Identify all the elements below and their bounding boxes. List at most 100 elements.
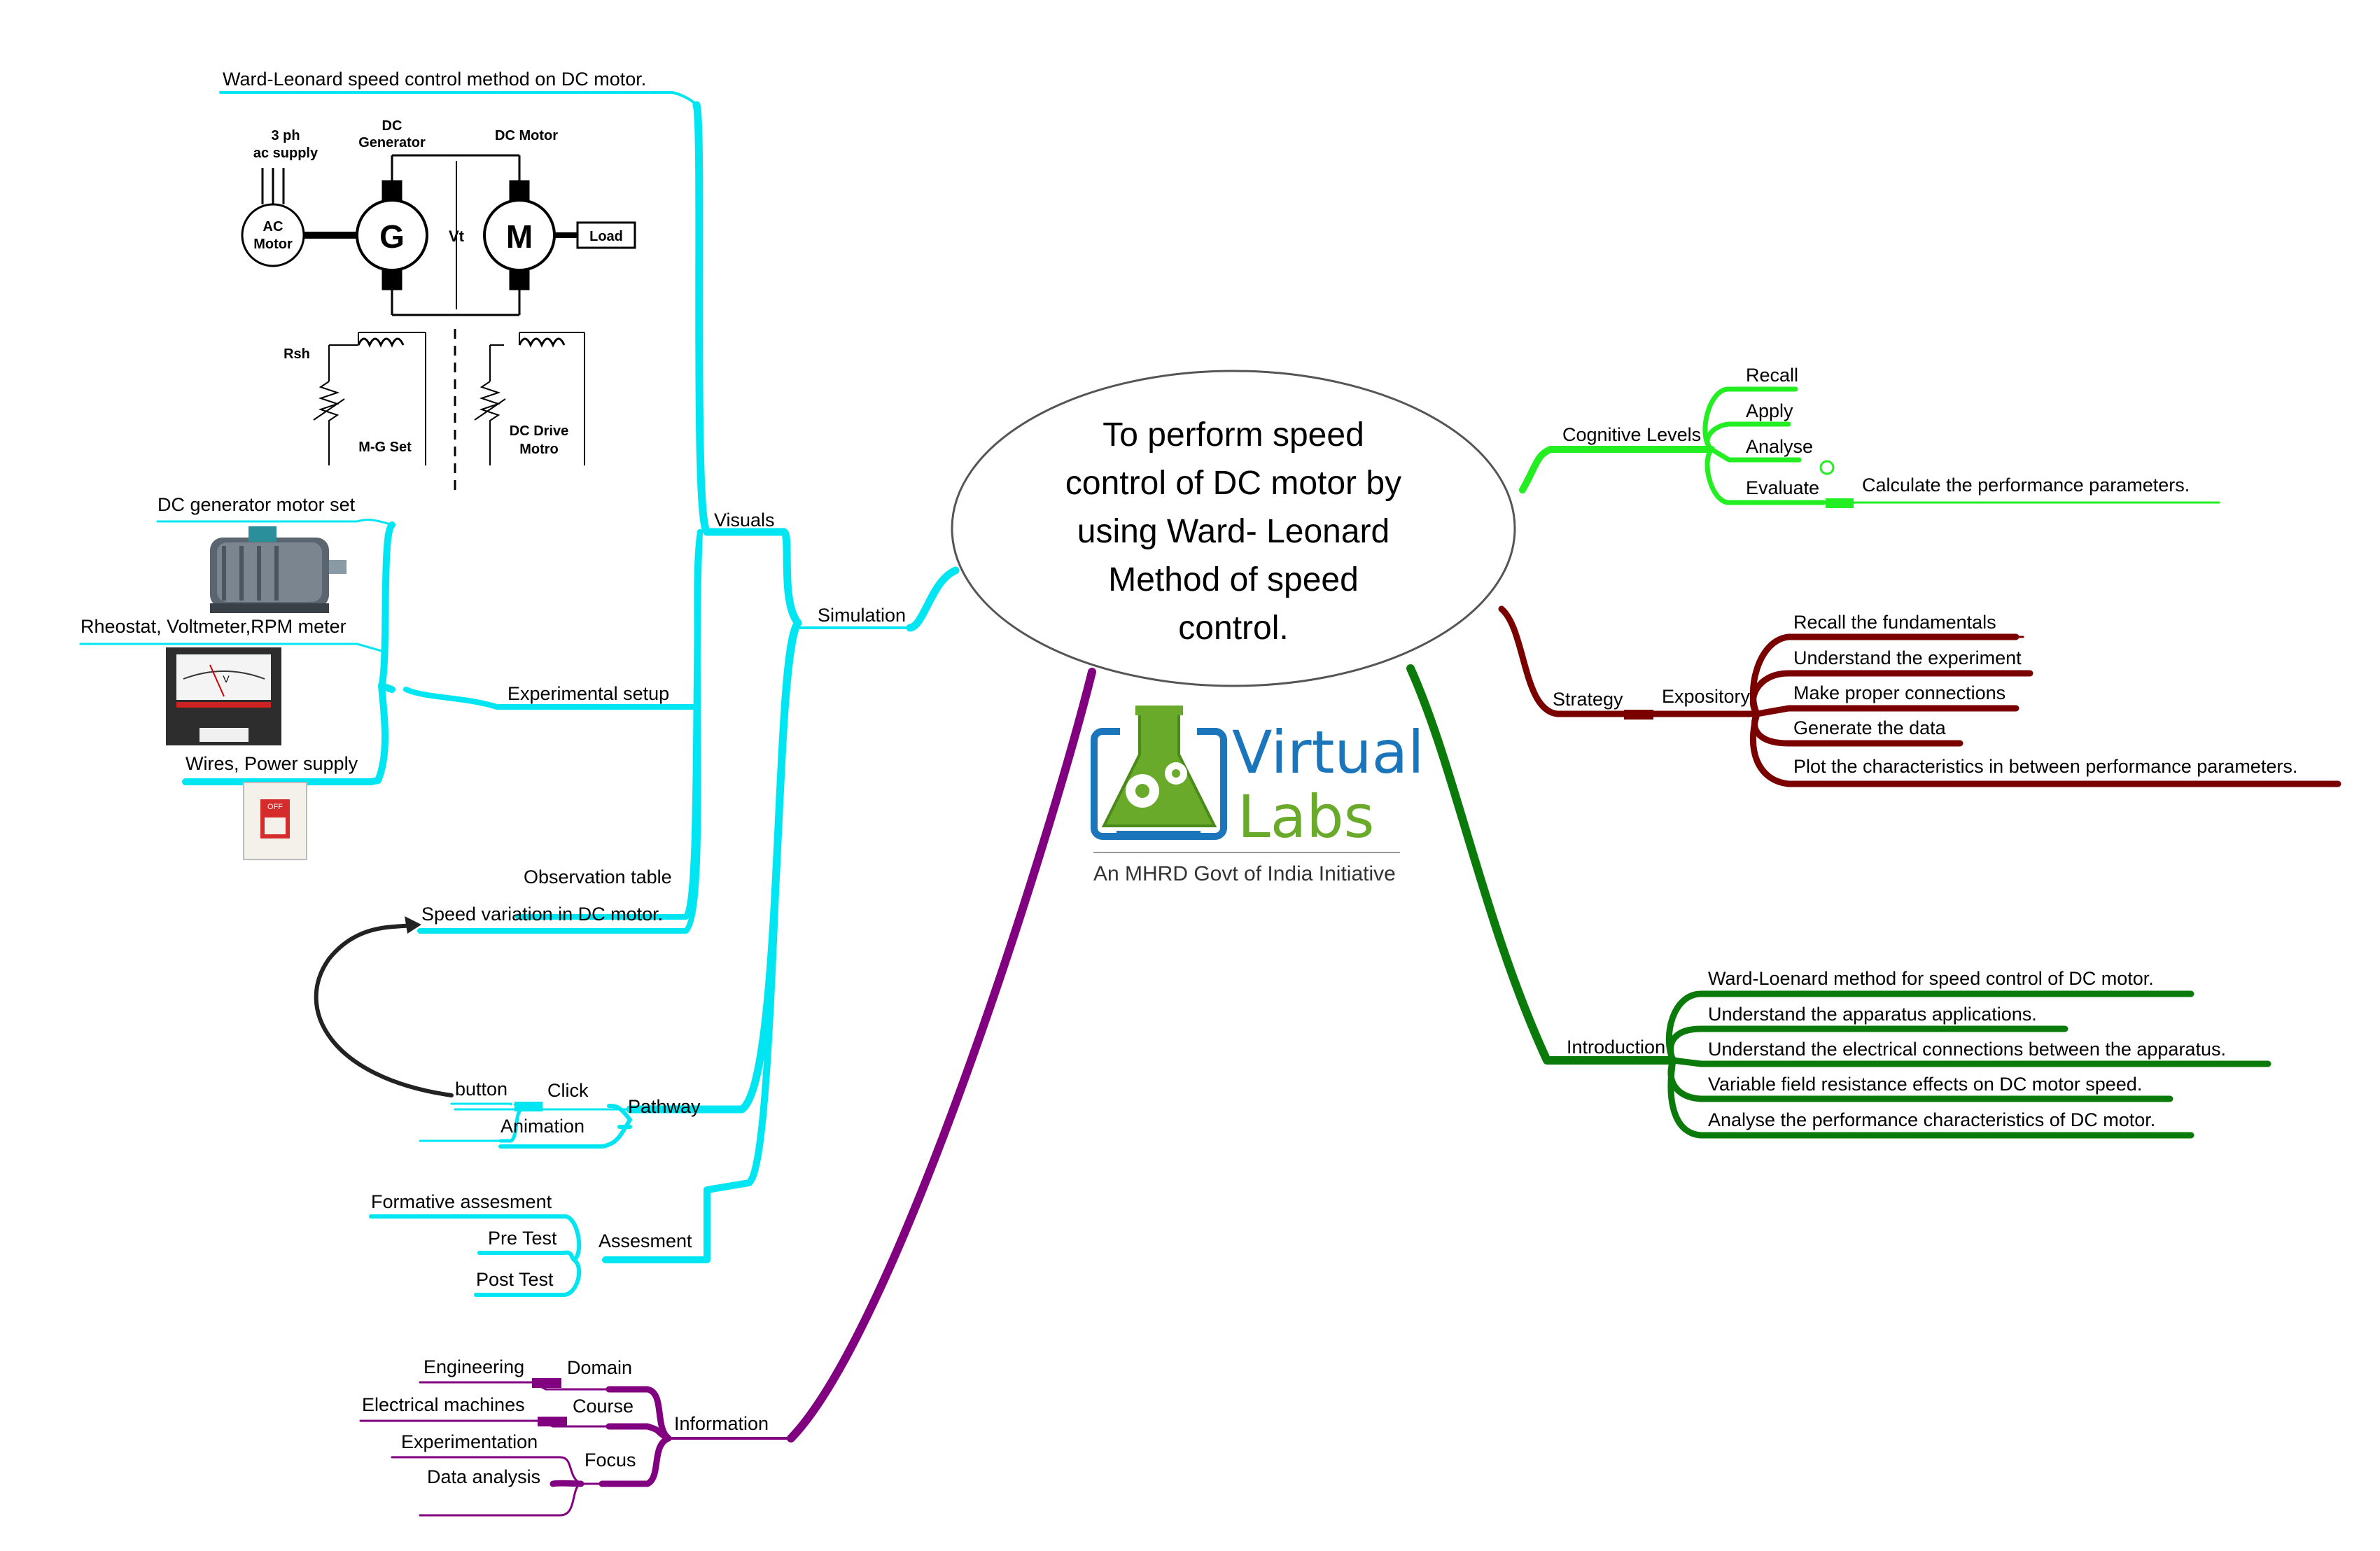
course-value-label[interactable]: Electrical machines <box>362 1394 525 1415</box>
diagram-motor-letter: M <box>506 218 533 255</box>
central-topic-line: using Ward- Leonard <box>1077 513 1390 550</box>
domain-value-label[interactable]: Engineering <box>424 1356 524 1377</box>
diagram-supply-label: 3 ph <box>271 128 300 143</box>
domain-label[interactable]: Domain <box>567 1357 632 1378</box>
pathway-connector-node <box>514 1102 542 1111</box>
ac-motor-symbol <box>241 203 305 267</box>
motor-set-label[interactable]: DC generator motor set <box>158 494 356 515</box>
cognitive-item-label[interactable]: Analyse <box>1746 436 1813 457</box>
simulation-connectors <box>79 91 960 1297</box>
speed-variation-label[interactable]: Speed variation in DC motor. <box>421 904 663 925</box>
diagram-generator-letter: G <box>379 218 405 255</box>
diagram-generator-caption: Generator <box>358 135 426 150</box>
introduction-item-label[interactable]: Ward-Loenard method for speed control of… <box>1708 968 2154 989</box>
strategy-label[interactable]: Strategy <box>1553 689 1623 710</box>
strategy-item-label[interactable]: Generate the data <box>1793 717 1947 738</box>
wires-label[interactable]: Wires, Power supply <box>186 753 358 774</box>
rheostat-label[interactable]: Rheostat, Voltmeter,RPM meter <box>80 616 346 637</box>
central-topic-line: Method of speed <box>1108 561 1359 598</box>
domain-connector-node <box>532 1378 561 1388</box>
pathway-animation-label[interactable]: Animation <box>500 1116 584 1137</box>
observation-table-label[interactable]: Observation table <box>524 866 672 887</box>
pathway-button-label[interactable]: button <box>455 1079 507 1100</box>
pathway-click-label[interactable]: Click <box>547 1080 589 1101</box>
central-topic-line: control of DC motor by <box>1065 465 1401 502</box>
simulation-branch: Simulation Visuals Ward-Leonard speed co… <box>80 69 906 1290</box>
visuals-label[interactable]: Visuals <box>714 510 775 531</box>
evaluate-connector-node <box>1826 498 1854 508</box>
focus-value-label[interactable]: Experimentation <box>401 1431 538 1452</box>
strategy-connectors <box>1498 605 2342 787</box>
central-topic[interactable]: To perform speed control of DC motor by … <box>951 370 1516 687</box>
ward-leonard-visual-label[interactable]: Ward-Leonard speed control method on DC … <box>223 69 646 90</box>
simulation-label[interactable]: Simulation <box>818 605 906 626</box>
connectors <box>79 91 2342 1517</box>
information-branch: Information Domain Engineering Course El… <box>362 1356 769 1487</box>
diagram-rsh-label: Rsh <box>284 346 310 362</box>
course-label[interactable]: Course <box>573 1396 634 1417</box>
introduction-connectors <box>1406 664 2272 1139</box>
evaluate-detail-label[interactable]: Calculate the performance parameters. <box>1862 475 2190 496</box>
central-topic-line: control. <box>1178 610 1288 647</box>
virtual-labs-logo: Virtual Labs An MHRD Govt of India Initi… <box>1091 706 1424 885</box>
load-box <box>576 221 636 249</box>
logo-tagline: An MHRD Govt of India Initiative <box>1093 862 1396 885</box>
diagram-drive-label: DC Drive <box>510 423 568 439</box>
diagram-ac-motor-label: Motor <box>253 237 293 252</box>
pathway-label[interactable]: Pathway <box>628 1096 701 1117</box>
pre-test-label[interactable]: Pre Test <box>488 1228 557 1249</box>
course-connector-node <box>538 1417 567 1426</box>
information-label[interactable]: Information <box>674 1413 769 1434</box>
switch-label: OFF <box>267 803 283 811</box>
introduction-item-label[interactable]: Variable field resistance effects on DC … <box>1708 1074 2142 1095</box>
formative-assesment-label[interactable]: Formative assesment <box>371 1191 552 1212</box>
cognitive-branch: Cognitive Levels Recall Apply Analyse Ev… <box>1562 365 2190 498</box>
introduction-label[interactable]: Introduction <box>1567 1037 1665 1058</box>
introduction-branch: Introduction Ward-Loenard method for spe… <box>1567 968 2226 1130</box>
strategy-branch: Strategy Expository Recall the fundament… <box>1553 612 2297 777</box>
strategy-connector-node <box>1624 710 1653 720</box>
expository-label[interactable]: Expository <box>1662 686 1751 707</box>
post-test-label[interactable]: Post Test <box>476 1269 554 1290</box>
switch-image: OFF <box>243 782 307 860</box>
cognitive-item-label[interactable]: Recall <box>1746 365 1798 386</box>
cognitive-connectors <box>1519 386 2220 508</box>
logo-brand-line1: Virtual <box>1232 718 1424 787</box>
experimental-setup-label[interactable]: Experimental setup <box>507 683 669 704</box>
motor-set-image <box>210 526 346 613</box>
diagram-ac-motor-label: AC <box>263 219 284 234</box>
diagram-generator-caption: DC <box>382 118 402 134</box>
diagram-drive-label: Motro <box>519 442 559 457</box>
focus-label[interactable]: Focus <box>584 1450 636 1471</box>
strategy-item-label[interactable]: Recall the fundamentals <box>1793 612 1996 633</box>
introduction-item-label[interactable]: Understand the apparatus applications. <box>1708 1004 2037 1025</box>
cognitive-levels-label[interactable]: Cognitive Levels <box>1562 424 1701 445</box>
voltmeter-symbol: V <box>223 673 230 685</box>
strategy-item-label[interactable]: Understand the experiment <box>1793 647 2022 668</box>
introduction-item-label[interactable]: Analyse the performance characteristics … <box>1708 1109 2155 1130</box>
diagram-supply-label: ac supply <box>253 146 318 161</box>
cognitive-item-label[interactable]: Apply <box>1746 400 1793 421</box>
diagram-motor-caption: DC Motor <box>495 128 558 143</box>
analyse-connector-node <box>1819 460 1835 475</box>
central-topic-bubble <box>951 370 1516 687</box>
diagram-mg-set-label: M-G Set <box>358 440 412 455</box>
pathway-arrow <box>314 923 454 1097</box>
central-topic-line: To perform speed <box>1102 416 1364 454</box>
strategy-item-label[interactable]: Make proper connections <box>1793 682 2005 703</box>
ward-leonard-circuit-diagram: 3 ph ac supply AC Motor DC Generator G D… <box>241 118 636 490</box>
flask-icon <box>1091 706 1227 840</box>
strategy-item-label[interactable]: Plot the characteristics in between perf… <box>1793 756 2297 777</box>
diagram-vt-label: Vt <box>449 227 465 245</box>
assesment-label[interactable]: Assesment <box>598 1230 692 1251</box>
information-connectors <box>359 668 1096 1517</box>
voltmeter-image: V <box>166 647 281 745</box>
logo-brand-line2: Labs <box>1238 782 1374 851</box>
diagram-load-label: Load <box>589 229 623 244</box>
pathway-arrowhead <box>405 916 421 934</box>
focus-value-label[interactable]: Data analysis <box>427 1466 540 1487</box>
cognitive-item-label[interactable]: Evaluate <box>1746 477 1819 498</box>
introduction-item-label[interactable]: Understand the electrical connections be… <box>1708 1039 2226 1060</box>
